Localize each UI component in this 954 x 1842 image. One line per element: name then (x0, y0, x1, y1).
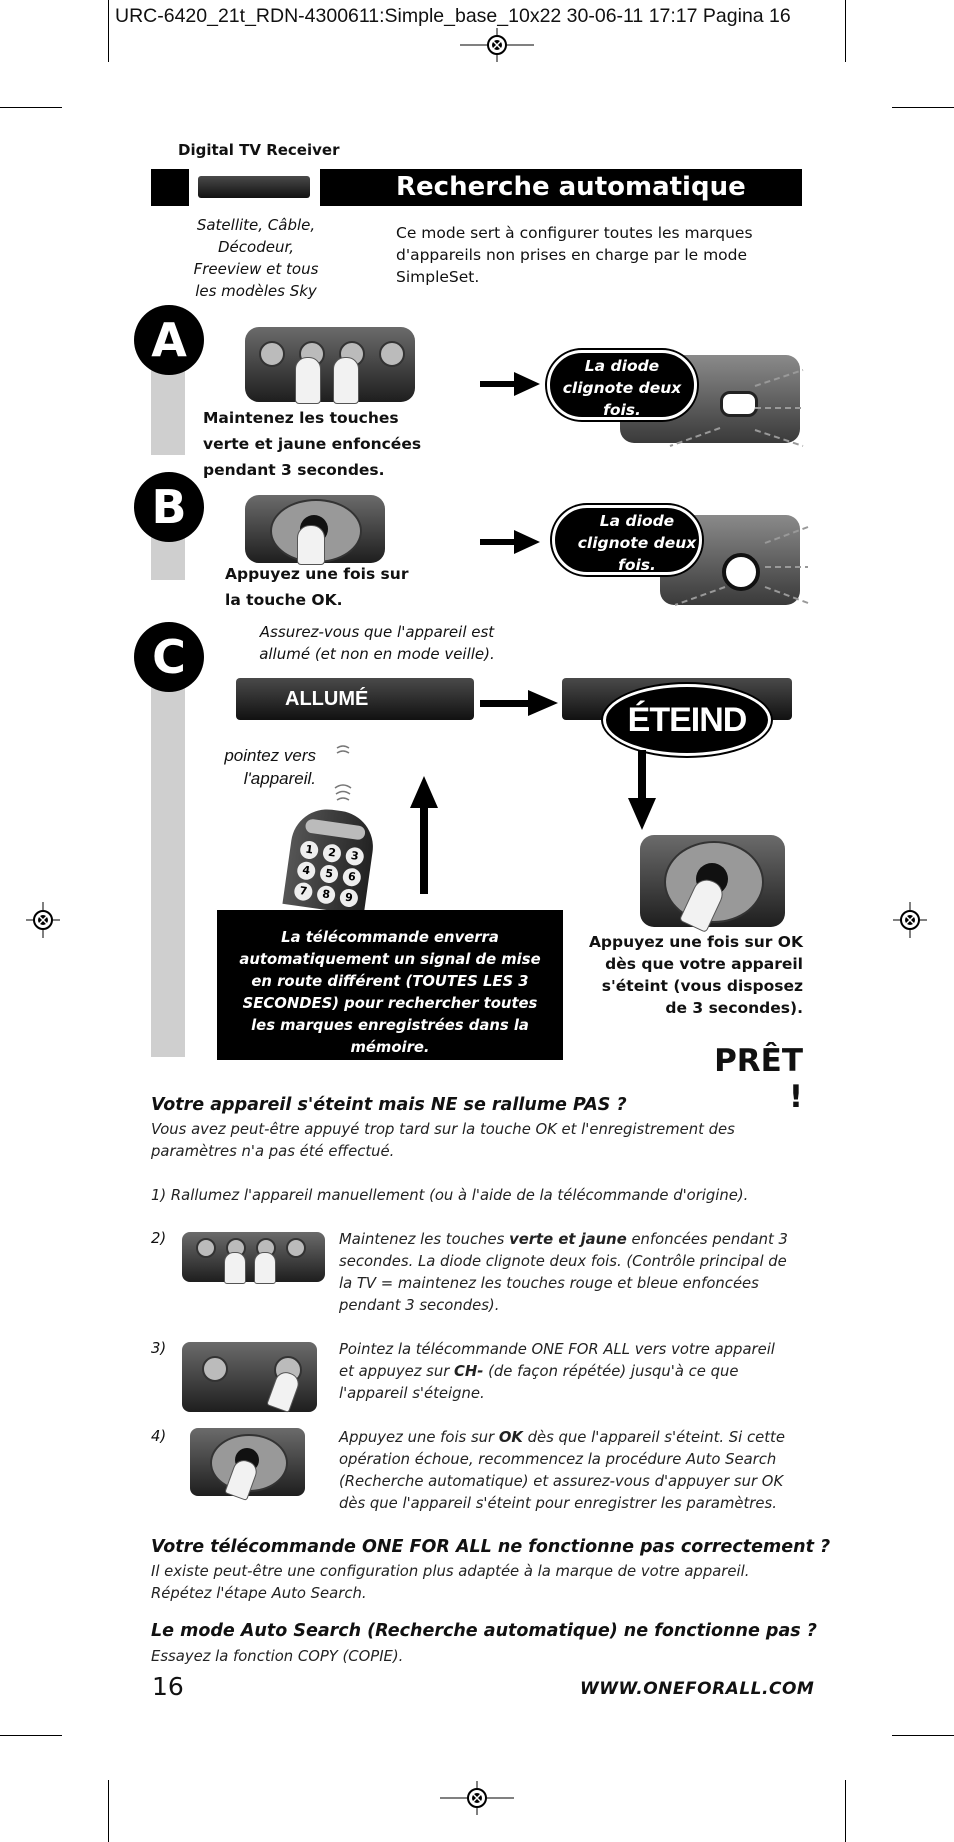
finger-icon (297, 525, 325, 565)
crop-mark (892, 1735, 954, 1736)
crop-mark (0, 1735, 62, 1736)
step-c-bar (151, 655, 185, 1057)
device-off-label: ÉTEIND (603, 684, 771, 756)
remote-ok-key-image (640, 835, 785, 933)
intro-text: Ce mode sert à configurer toutes les mar… (396, 224, 753, 286)
crop-mark (892, 107, 954, 108)
keypad-key: 5 (318, 863, 340, 885)
crop-mark (845, 1780, 846, 1842)
receiver-image (198, 176, 310, 198)
step-c-badge: C (134, 622, 204, 692)
title-block (151, 169, 189, 206)
device-on-label: ALLUMÉ (285, 688, 369, 710)
faq-item-4-number: 4) (151, 1428, 167, 1445)
finger-icon (254, 1252, 276, 1284)
remote-color-keys-image (182, 1232, 325, 1284)
crop-mark (0, 107, 62, 108)
faq-item-4: Appuyez une fois sur OK dès que l'appare… (339, 1429, 785, 1512)
step-b-led-note: La diode clignote deux fois. (552, 505, 702, 575)
remote-color-keys-image (245, 327, 415, 404)
keypad-key: 6 (341, 867, 362, 888)
device-on-image (236, 678, 474, 720)
remote-ok-key-image (190, 1428, 305, 1501)
registration-mark-icon (460, 28, 534, 62)
ready-label: PRÊT ! (714, 1043, 803, 1115)
keypad-key: 2 (321, 843, 343, 864)
remote-ch-key-image (182, 1342, 317, 1413)
arrow-right-icon (480, 690, 558, 716)
remote-keypad: 1 2 3 4 5 6 7 8 9 (293, 839, 365, 909)
step-a-led-note: La diode clignote deux fois. (547, 350, 697, 420)
faq-question-2: Votre télécommande ONE FOR ALL ne foncti… (151, 1537, 831, 1557)
registration-mark-icon (893, 902, 927, 938)
print-header: URC-6420_21t_RDN-4300611:Simple_base_10x… (115, 5, 791, 27)
faq-item-3: Pointez la télécommande ONE FOR ALL vers… (339, 1341, 775, 1402)
step-c-ok-instruction: Appuyez une fois sur OK dès que votre ap… (588, 933, 803, 1017)
point-at-label: pointez vers l'appareil. (224, 746, 316, 788)
faq-item-2: Maintenez les touches verte et jaune enf… (339, 1231, 788, 1314)
crop-mark (108, 0, 109, 62)
keypad-key: 1 (299, 839, 320, 861)
page-title: Recherche automatique (320, 169, 802, 206)
led-rays-icon (674, 526, 809, 606)
website-link[interactable]: WWW.ONEFORALL.COM (580, 1679, 815, 1699)
product-label: Digital TV Receiver (178, 141, 340, 159)
remote-control-image: 1 2 3 4 5 6 7 8 9 (282, 804, 378, 916)
faq-answer-1: Vous avez peut-être appuyé trop tard sur… (151, 1121, 735, 1160)
led-rays-icon (669, 369, 804, 447)
registration-mark-icon (440, 1781, 514, 1815)
faq-question-3: Le mode Auto Search (Recherche automatiq… (151, 1621, 817, 1641)
crop-mark (108, 1780, 109, 1842)
signal-waves-icon (334, 745, 352, 801)
keypad-key: 7 (293, 881, 314, 902)
step-a-instruction: Maintenez les touches verte et jaune enf… (203, 409, 422, 479)
keypad-key: 8 (315, 884, 337, 905)
faq-item-1: 1) Rallumez l'appareil manuellement (ou … (151, 1187, 749, 1204)
faq-question-1: Votre appareil s'éteint mais NE se rallu… (151, 1095, 627, 1115)
finger-icon (224, 1252, 246, 1284)
keypad-key: 9 (338, 887, 360, 909)
volume-key-icon (202, 1356, 228, 1382)
page-number: 16 (152, 1672, 184, 1701)
step-a-badge: A (134, 305, 204, 375)
arrow-right-icon (480, 372, 540, 396)
auto-signal-info-box: La télécommande enverra automatiquement … (217, 910, 563, 1060)
step-b-instruction: Appuyez une fois sur la touche OK. (225, 565, 409, 609)
finger-icon (333, 357, 359, 404)
arrow-right-icon (480, 530, 540, 554)
faq-item-2-number: 2) (151, 1230, 167, 1247)
faq-answer-2: Il existe peut-être une configuration pl… (151, 1563, 750, 1602)
keypad-key: 3 (344, 846, 365, 867)
crop-mark (845, 0, 846, 62)
faq-answer-3: Essayez la fonction COPY (COPIE). (151, 1648, 404, 1665)
finger-icon (295, 357, 321, 404)
registration-mark-icon (26, 902, 60, 938)
step-c-note: Assurez-vous que l'appareil est allumé (… (259, 623, 495, 663)
device-caption: Satellite, Câble, Décodeur, Freeview et … (193, 216, 319, 300)
arrow-up-icon (410, 776, 438, 894)
keypad-key: 4 (296, 860, 317, 881)
step-b-badge: B (134, 472, 204, 542)
remote-ok-key-image (245, 495, 385, 565)
arrow-down-icon (628, 750, 656, 830)
faq-item-3-number: 3) (151, 1340, 167, 1357)
